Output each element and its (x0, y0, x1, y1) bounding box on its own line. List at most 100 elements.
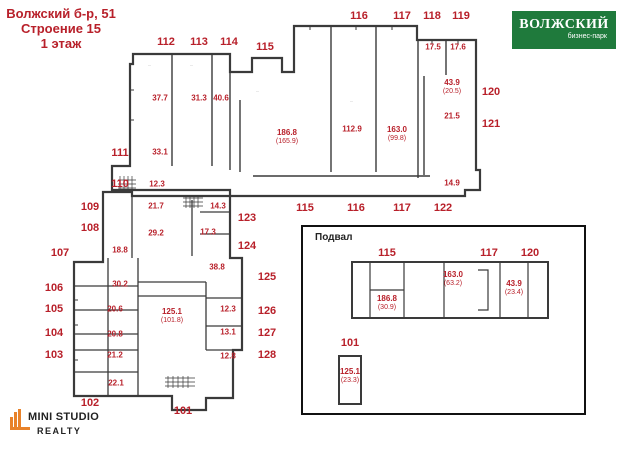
address-label: Волжский б-р, 51 (6, 6, 116, 21)
area-109: 21.7 (148, 201, 164, 211)
area-121: 21.5 (444, 111, 460, 121)
room-number-106: 106 (44, 282, 64, 294)
area-110: 12.3 (149, 179, 165, 189)
room-number-108: 108 (80, 222, 100, 234)
basement-room-number-115: 115 (378, 247, 396, 259)
mini-studio-name: MINI STUDIO (28, 411, 100, 423)
room-number-116: 116 (347, 202, 365, 214)
area-126: 12.3 (220, 304, 236, 314)
room-number-111: 111 (111, 147, 129, 159)
area-120-useful: (20.5) (442, 88, 462, 95)
basement-area-117: 163.0(63.2) (443, 270, 463, 288)
room-number-122: 122 (433, 202, 453, 214)
area-107: 18.8 (112, 245, 128, 255)
room-number-113: 113 (190, 36, 208, 48)
room-number-110: 110 (111, 178, 129, 190)
svg-text:...: ... (190, 62, 193, 67)
basement-area-120-total: 43.9 (506, 279, 522, 288)
room-number-126: 126 (257, 305, 277, 317)
room-number-117-top: 117 (393, 10, 411, 22)
area-114: 40.6 (213, 93, 229, 103)
room-number-120: 120 (481, 86, 501, 98)
area-101-total: 125.1 (161, 307, 183, 316)
area-112: 37.7 (152, 93, 168, 103)
room-number-116-top: 116 (350, 10, 368, 22)
room-number-118: 118 (423, 10, 441, 22)
area-106: 30.2 (112, 279, 128, 289)
room-number-115: 115 (296, 202, 314, 214)
room-number-123: 123 (237, 212, 257, 224)
volzhsky-logo: ВОЛЖСКИЙ бизнес-парк (512, 11, 616, 49)
area-123b: 17.3 (200, 227, 216, 237)
logo-name: ВОЛЖСКИЙ (519, 17, 609, 32)
basement-area-115-total: 186.8 (376, 294, 398, 303)
basement-area-115-useful: (30.9) (377, 304, 397, 311)
svg-text:...: ... (256, 88, 259, 93)
area-115-116-useful: (165.9) (275, 138, 299, 145)
area-128: 12.8 (220, 351, 236, 361)
area-120-total: 43.9 (444, 78, 460, 87)
basement-area-101-useful: (23.3) (340, 377, 360, 384)
area-113: 31.3 (191, 93, 207, 103)
basement-title: Подвал (315, 232, 353, 243)
area-108: 29.2 (148, 228, 164, 238)
area-117-total: 163.0 (386, 125, 408, 134)
room-number-117: 117 (393, 202, 411, 214)
area-104: 20.8 (107, 329, 123, 339)
room-number-121: 121 (481, 118, 501, 130)
basement-area-115: 186.8(30.9) (377, 294, 397, 312)
basement-panel (301, 225, 586, 415)
room-number-102: 102 (80, 397, 100, 409)
basement-area-117-useful: (63.2) (443, 280, 463, 287)
area-111: 33.1 (152, 147, 168, 157)
room-number-105: 105 (44, 303, 64, 315)
building-label: Строение 15 (20, 21, 101, 36)
svg-text:...: ... (350, 98, 353, 103)
logo-tagline: бизнес-парк (567, 33, 607, 40)
area-119: 17.6 (450, 42, 466, 52)
room-number-128: 128 (257, 349, 277, 361)
area-115-116-total: 186.8 (276, 128, 298, 137)
area-127: 13.1 (220, 327, 236, 337)
basement-area-101: 125.1(23.3) (340, 367, 360, 385)
area-102: 22.1 (108, 378, 124, 388)
plan-title: Волжский б-р, 51 Строение 15 1 этаж (6, 6, 116, 51)
area-101: 125.1(101.8) (161, 307, 183, 325)
floor-label: 1 этаж (40, 36, 82, 51)
svg-text:...: ... (148, 62, 151, 67)
area-116: 112.9 (342, 124, 362, 134)
basement-room-number-120: 120 (520, 247, 540, 259)
basement-room-number-101: 101 (340, 337, 360, 349)
basement-room-number-117: 117 (480, 247, 498, 259)
area-123: 14.3 (210, 201, 226, 211)
room-number-103: 103 (44, 349, 64, 361)
area-118: 17.5 (425, 42, 441, 52)
room-number-115-top: 115 (256, 41, 274, 53)
room-number-119: 119 (452, 10, 470, 22)
area-101-useful: (101.8) (160, 317, 184, 324)
area-117: 163.0(99.8) (387, 125, 407, 143)
basement-area-101-total: 125.1 (339, 367, 361, 376)
area-105: 20.6 (107, 304, 123, 314)
room-number-101: 101 (173, 405, 193, 417)
area-124: 38.8 (209, 262, 225, 272)
room-number-114: 114 (220, 36, 238, 48)
area-117-useful: (99.8) (387, 135, 407, 142)
room-number-104: 104 (44, 327, 64, 339)
basement-area-120-useful: (23.4) (504, 289, 524, 296)
room-number-127: 127 (257, 327, 277, 339)
area-103: 21.2 (107, 350, 123, 360)
area-115-116: 186.8(165.9) (276, 128, 298, 146)
basement-area-117-total: 163.0 (442, 270, 464, 279)
area-122: 14.9 (444, 178, 460, 188)
mini-studio-sub: REALTY (37, 426, 82, 436)
room-number-107: 107 (50, 247, 70, 259)
room-number-125: 125 (257, 271, 277, 283)
basement-area-120: 43.9(23.4) (505, 279, 523, 297)
room-number-112: 112 (157, 36, 175, 48)
room-number-124: 124 (237, 240, 257, 252)
room-number-109: 109 (80, 201, 100, 213)
area-120: 43.9(20.5) (443, 78, 461, 96)
mini-studio-bars-icon (10, 409, 30, 430)
